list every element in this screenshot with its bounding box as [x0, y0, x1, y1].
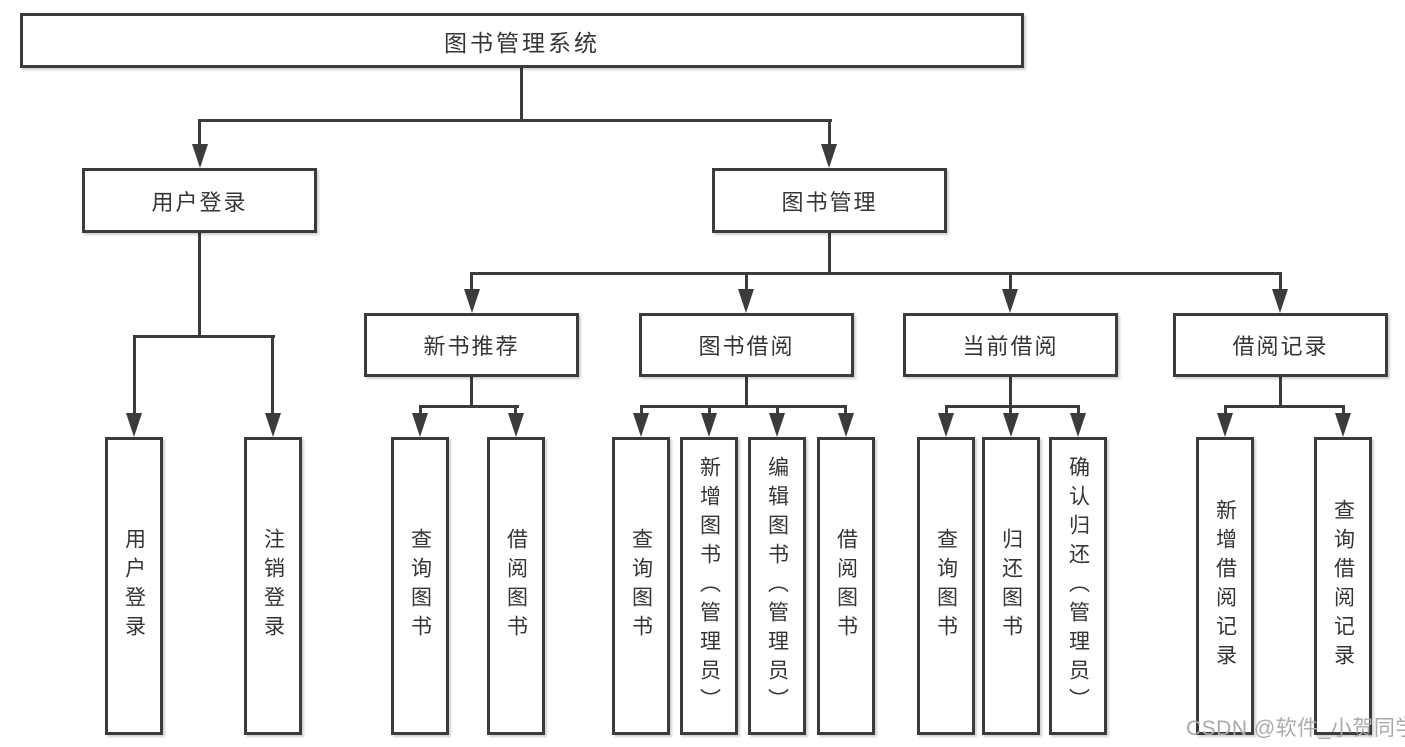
leaf-return-book: 归还图书	[982, 437, 1040, 735]
connector	[844, 405, 847, 417]
connector	[1224, 405, 1345, 408]
node-library-management-system: 图书管理系统	[20, 13, 1024, 68]
connector	[708, 405, 711, 417]
arrowhead-down-icon	[126, 413, 142, 437]
connector	[419, 405, 519, 408]
connector	[271, 335, 274, 415]
connector	[745, 374, 748, 407]
arrowhead-down-icon	[701, 413, 717, 437]
connector	[1009, 272, 1012, 292]
leaf-add-book-admin: 新增图书（管理员）	[680, 437, 738, 735]
connector	[520, 66, 523, 121]
arrowhead-down-icon	[464, 289, 480, 313]
leaf-query-borrow-record: 查询借阅记录	[1314, 437, 1372, 735]
connector	[1224, 405, 1227, 417]
leaf-logout: 注销登录	[244, 437, 302, 735]
connector	[470, 272, 1282, 275]
connector	[1279, 374, 1282, 407]
arrowhead-down-icon	[738, 289, 754, 313]
connector	[514, 405, 517, 417]
leaf-edit-book-admin: 编辑图书（管理员）	[748, 437, 806, 735]
connector	[419, 405, 422, 417]
connector	[1279, 272, 1282, 292]
node-book-management: 图书管理	[712, 168, 947, 233]
leaf-query-books-recommend: 查询图书	[391, 437, 449, 735]
arrowhead-down-icon	[508, 413, 524, 437]
arrowhead-down-icon	[1335, 413, 1351, 437]
connector	[470, 374, 473, 407]
arrowhead-down-icon	[265, 413, 281, 437]
leaf-user-login: 用户登录	[105, 437, 163, 735]
node-new-book-recommendation: 新书推荐	[364, 313, 579, 377]
connector	[133, 335, 136, 415]
arrowhead-down-icon	[769, 413, 785, 437]
arrowhead-down-icon	[838, 413, 854, 437]
leaf-confirm-return-admin: 确认归还（管理员）	[1049, 437, 1107, 735]
connector	[776, 405, 779, 417]
arrowhead-down-icon	[192, 144, 208, 168]
connector	[199, 119, 832, 122]
connector	[945, 405, 1080, 408]
connector	[1009, 374, 1012, 407]
leaf-query-books-borrowing: 查询图书	[612, 437, 670, 735]
connector	[828, 231, 831, 274]
leaf-query-books-current: 查询图书	[917, 437, 975, 735]
leaf-add-borrow-record: 新增借阅记录	[1196, 437, 1254, 735]
connector	[640, 405, 643, 417]
arrowhead-down-icon	[1003, 413, 1019, 437]
connector	[198, 231, 201, 337]
leaf-borrow-books-recommend: 借阅图书	[487, 437, 545, 735]
node-book-borrowing: 图书借阅	[639, 313, 854, 377]
connector	[745, 272, 748, 292]
arrowhead-down-icon	[412, 413, 428, 437]
connector	[945, 405, 948, 417]
node-user-login: 用户登录	[82, 168, 317, 233]
connector	[198, 119, 201, 147]
arrowhead-down-icon	[1217, 413, 1233, 437]
arrowhead-down-icon	[633, 413, 649, 437]
connector	[133, 335, 275, 338]
connector	[1009, 405, 1012, 417]
node-borrowing-records: 借阅记录	[1173, 313, 1388, 377]
arrowhead-down-icon	[938, 413, 954, 437]
watermark: CSDN @软件_小贺同学	[1186, 717, 1405, 740]
connector	[1077, 405, 1080, 417]
connector	[828, 119, 831, 147]
arrowhead-down-icon	[1070, 413, 1086, 437]
node-current-borrowing: 当前借阅	[903, 313, 1118, 377]
connector	[470, 272, 473, 292]
leaf-borrow-books-borrowing: 借阅图书	[817, 437, 875, 735]
connector	[1342, 405, 1345, 417]
connector	[640, 405, 847, 408]
arrowhead-down-icon	[821, 144, 837, 168]
arrowhead-down-icon	[1272, 289, 1288, 313]
arrowhead-down-icon	[1002, 289, 1018, 313]
